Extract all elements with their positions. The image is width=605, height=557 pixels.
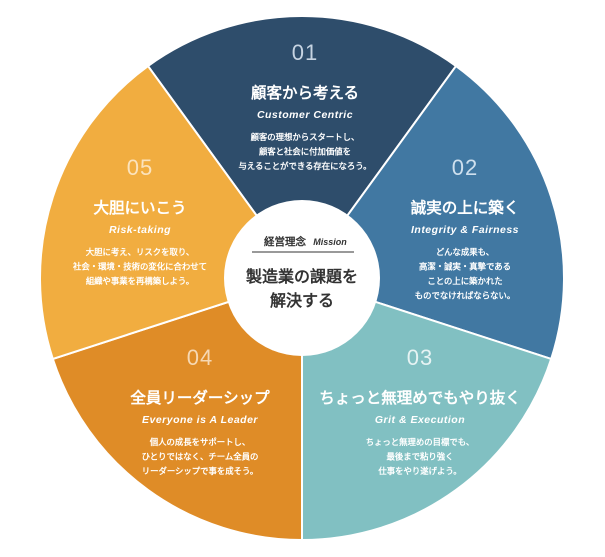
segment-label-04: 04 全員リーダーシップ Everyone is A Leader 個人の成長をサポー… bbox=[129, 345, 270, 476]
segment-subtitle: Risk-taking bbox=[109, 224, 171, 236]
segment-desc-line: 与えることができる存在になろう。 bbox=[238, 161, 371, 171]
mission-line-1: 製造業の課題を bbox=[245, 267, 358, 286]
segment-number: 05 bbox=[127, 155, 153, 180]
segment-desc-line: ちょっと無理めの目標でも、 bbox=[366, 437, 475, 447]
segment-desc-line: 個人の成長をサポートし、 bbox=[149, 437, 251, 447]
segment-03 bbox=[301, 276, 553, 542]
segment-04 bbox=[51, 276, 303, 542]
segment-desc-line: 顧客の理想からスタートし、 bbox=[251, 132, 360, 142]
segment-desc-line: ものでなければならない。 bbox=[415, 291, 516, 301]
segment-number: 04 bbox=[187, 345, 213, 370]
segment-subtitle: Integrity & Fairness bbox=[411, 224, 519, 236]
segment-label-05: 05 大胆にいこう Risk-taking 大胆に考え、リスクを取り、社会・環境・技術… bbox=[72, 155, 207, 286]
segment-desc-line: ひとりではなく、チーム全員の bbox=[142, 452, 259, 462]
segment-desc-line: 仕事をやり遂げよう。 bbox=[377, 466, 461, 476]
segment-label-01: 01 顧客から考える Customer Centric 顧客の理想からスタートし、顧客… bbox=[238, 40, 371, 171]
segment-title: 顧客から考える bbox=[251, 83, 359, 102]
segment-desc-line: 顧客と社会に付加価値を bbox=[259, 147, 351, 157]
segment-desc-line: 組織や事業を再構築しよう。 bbox=[86, 276, 194, 286]
segment-title: 誠実の上に築く bbox=[411, 198, 520, 217]
segment-label-03: 03 ちょっと無理めでもやり抜く Grit & Execution ちょっと無理めの目… bbox=[319, 345, 521, 476]
segment-title: 全員リーダーシップ bbox=[129, 388, 270, 407]
mission-label-en: Mission bbox=[313, 237, 347, 247]
segment-subtitle: Grit & Execution bbox=[375, 414, 465, 426]
segment-number: 02 bbox=[452, 155, 478, 180]
segment-01 bbox=[146, 15, 458, 280]
center-mission: 経営理念 Mission 製造業の課題を 解決する bbox=[224, 200, 380, 356]
mission-line-2: 解決する bbox=[270, 291, 334, 310]
segment-desc-line: どんな成果も、 bbox=[436, 247, 494, 257]
segment-desc-line: ことの上に築かれた bbox=[427, 276, 502, 286]
segment-desc-line: 大胆に考え、リスクを取り、 bbox=[86, 247, 195, 257]
segment-title: 大胆にいこう bbox=[93, 198, 186, 217]
segment-subtitle: Everyone is A Leader bbox=[142, 414, 258, 426]
segment-label-02: 02 誠実の上に築く Integrity & Fairness どんな成果も、高潔・誠… bbox=[411, 155, 520, 301]
center-circle bbox=[224, 200, 380, 356]
segment-number: 01 bbox=[292, 40, 318, 65]
mission-label: 経営理念 bbox=[264, 235, 306, 248]
segment-subtitle: Customer Centric bbox=[257, 109, 353, 121]
segment-number: 03 bbox=[407, 345, 433, 370]
segment-desc-line: リーダーシップで事を成そう。 bbox=[142, 466, 259, 476]
segment-desc-line: 社会・環境・技術の変化に合わせて bbox=[72, 262, 207, 272]
segment-desc-line: 最後まで粘り強く bbox=[387, 452, 454, 462]
segment-title: ちょっと無理めでもやり抜く bbox=[319, 388, 521, 407]
segment-desc-line: 高潔・誠実・真摯である bbox=[419, 262, 511, 272]
